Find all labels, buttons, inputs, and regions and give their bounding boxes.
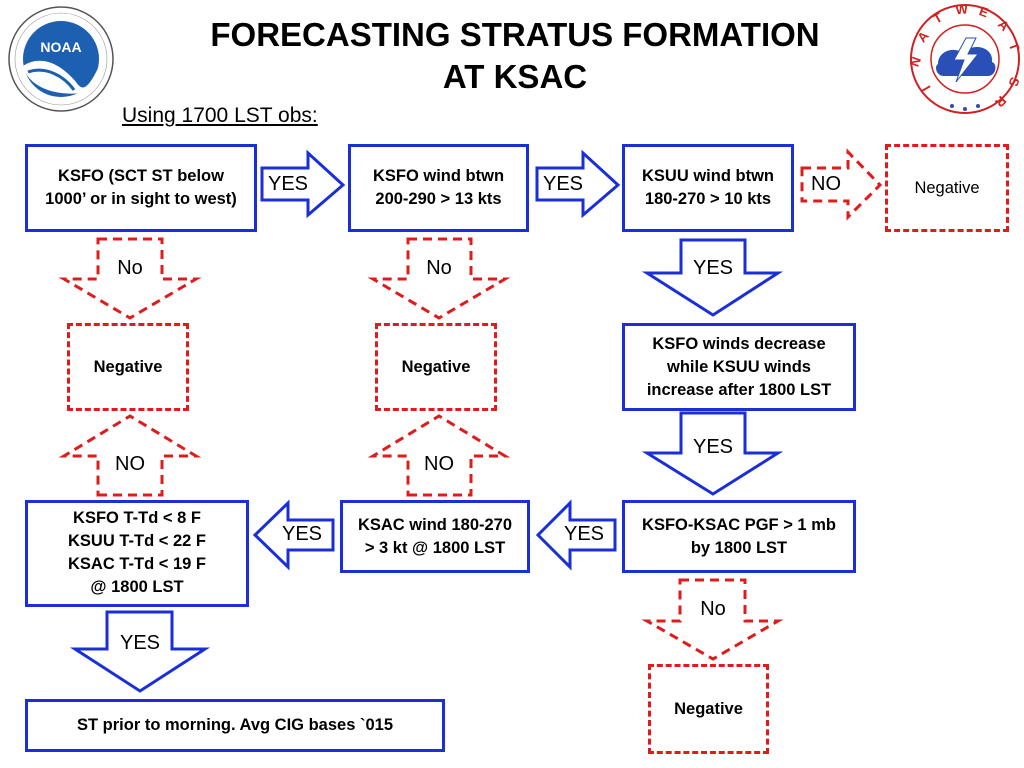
no-arrow-up-2 — [367, 414, 511, 497]
svg-text:I: I — [919, 83, 934, 94]
no-arrow-down-2 — [367, 237, 511, 320]
result-text: ST prior to morning. Avg CIG bases `015 — [77, 716, 393, 734]
pgf-text: KSFO-KSAC PGF > 1 mb by 1800 LST — [642, 515, 836, 557]
no-arrow-up-1 — [58, 414, 202, 497]
negative-text-left: Negative — [93, 357, 163, 376]
svg-text:W: W — [955, 2, 969, 17]
td-text: KSFO T-Td < 8 F KSUU T-Td < 22 F KSAC T-… — [68, 509, 206, 596]
ksac-wind-text: KSAC wind 180-270 > 3 kt @ 1800 LST — [357, 515, 513, 557]
ksfo-winds-decrease-box: KSFO winds decrease while KSUU winds inc… — [622, 323, 856, 411]
title-line-1: FORECASTING STRATUS FORMATION — [210, 16, 820, 53]
yes-arrow-left-2 — [535, 499, 617, 571]
ksfo-winds-decrease-text: KSFO winds decrease while KSUU winds inc… — [646, 334, 832, 399]
negative-box-bottom: Negative — [648, 664, 769, 754]
negative-text-mid: Negative — [401, 357, 471, 376]
no-arrow-down-3 — [641, 578, 784, 661]
yes-arrow-down-2 — [641, 411, 784, 496]
negative-text-top-right: Negative — [914, 178, 980, 197]
negative-box-mid: Negative — [375, 323, 497, 411]
subtitle: Using 1700 LST obs: — [122, 104, 318, 127]
nws-logo: N A T W E A T S R I — [908, 2, 1022, 114]
pgf-box: KSFO-KSAC PGF > 1 mb by 1800 LST — [622, 500, 856, 573]
ksuu-wind-box: KSUU wind btwn 180-270 > 10 kts — [622, 144, 794, 232]
yes-arrow-right-2 — [535, 149, 621, 219]
ksfo-sct-text: KSFO (SCT ST below 1000’ or in sight to … — [45, 167, 237, 208]
ksac-wind-box: KSAC wind 180-270 > 3 kt @ 1800 LST — [340, 500, 530, 573]
no-arrow-right — [800, 148, 883, 221]
ksfo-wind-box: KSFO wind btwn 200-290 > 13 kts — [348, 144, 529, 232]
result-box: ST prior to morning. Avg CIG bases `015 — [25, 699, 445, 752]
noaa-logo: NOAA — [8, 6, 114, 112]
yes-arrow-left-1 — [252, 499, 335, 571]
no-arrow-down-1 — [58, 237, 202, 320]
ksuu-wind-text: KSUU wind btwn 180-270 > 10 kts — [642, 167, 774, 208]
title-line-2: AT KSAC — [442, 58, 588, 95]
negative-box-top-right: Negative — [885, 144, 1009, 232]
noaa-logo-text: NOAA — [40, 39, 81, 55]
negative-box-left: Negative — [67, 323, 189, 411]
page-title: FORECASTING STRATUS FORMATION AT KSAC — [150, 14, 880, 98]
yes-arrow-right-1 — [260, 149, 346, 219]
negative-text-bottom: Negative — [674, 699, 743, 718]
yes-arrow-down-1 — [641, 238, 784, 317]
ksfo-wind-text: KSFO wind btwn 200-290 > 13 kts — [372, 167, 505, 208]
td-box: KSFO T-Td < 8 F KSUU T-Td < 22 F KSAC T-… — [25, 500, 249, 607]
ksfo-sct-box: KSFO (SCT ST below 1000’ or in sight to … — [25, 144, 257, 232]
yes-arrow-down-3 — [69, 610, 211, 693]
